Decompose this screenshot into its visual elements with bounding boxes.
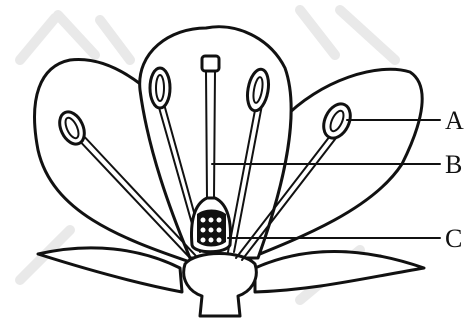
label-b: B <box>445 150 462 179</box>
label-a: A <box>445 106 464 135</box>
stigma <box>202 56 219 71</box>
receptacle <box>184 254 257 317</box>
label-c: C <box>445 224 462 253</box>
